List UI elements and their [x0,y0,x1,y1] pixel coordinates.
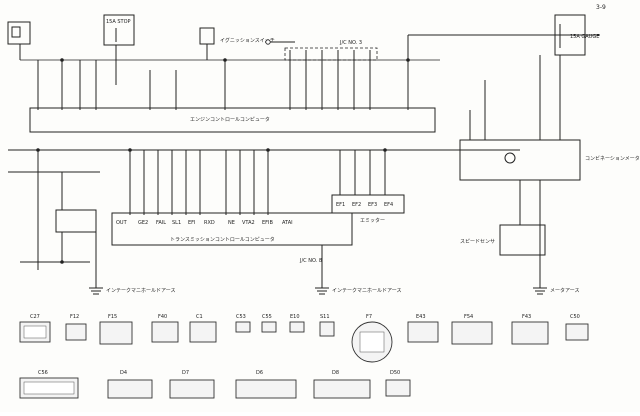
pin-ef3: EF3 [368,202,377,208]
pin-ef4: EF4 [384,202,393,208]
connector-d6: D6 [235,370,297,399]
battery-block [7,21,31,60]
connector-e10-label: E10 [290,314,300,320]
connector-row-2: C56 D4 D7 D6 D8 D50 [19,370,411,399]
pin-ef1: EF1 [336,202,345,208]
connector-c53-label: C53 [236,314,246,320]
connector-d50-label: D50 [390,370,400,376]
connector-d8: D8 [313,370,371,399]
ecu-top-label: エンジンコントロールコンピュータ [190,116,270,123]
stop-fuse-label: 15A STOP [106,19,131,25]
meter-label: コンビネーションメータ [585,155,640,162]
connector-s11: S11 [319,314,335,337]
speed-sensor: スピードセンサ [460,224,546,256]
connector-c50-label: C50 [570,314,580,320]
connector-s11-label: S11 [320,314,330,320]
connector-d8-label: D8 [332,370,339,376]
connector-d7: D7 [169,370,215,399]
connector-e43: E43 [407,314,439,343]
pin-ge2: GE2 [138,220,148,226]
connector-row-1: C27 F12 F15 F40 C1 C53 C55 E10 [19,314,589,363]
connector-f40: F40 [151,314,179,343]
connector-f54: F54 [451,314,493,345]
connector-f43-label: F43 [522,314,531,320]
ecu-sub-box: EF1 EF2 EF3 EF4 エミッター [331,194,405,224]
junctions [60,58,410,152]
pin-atai: ATAI [282,220,293,226]
emitter-label: エミッター [360,217,385,224]
jc-no8-label: J/C NO. 8 [299,258,322,264]
connector-c27-label: C27 [30,314,40,320]
connector-d50: D50 [385,370,411,397]
connector-f15: F15 [99,314,133,345]
combination-meter: コンビネーションメータ [459,55,640,255]
connector-c50: C50 [565,314,589,341]
pin-efib: EFIB [262,220,274,226]
ground-right-label: メータアース [550,287,579,294]
jc-no3-label: J/C NO. 3 [339,40,362,46]
ground-mid: インテークマニホールドアース J/C NO. 8 [299,245,401,295]
pin-ef2: EF2 [352,202,361,208]
pin-fail: FAIL [156,220,166,226]
connector-d4: D4 [107,370,153,399]
connector-c1-label: C1 [196,314,203,320]
connector-e10: E10 [289,314,305,333]
ground-left: インテークマニホールドアース [89,280,175,295]
connector-d6-label: D6 [256,370,263,376]
speed-sensor-label: スピードセンサ [460,239,495,245]
ground-right: メータアース [533,255,579,295]
connector-c1: C1 [189,314,217,343]
connector-c27: C27 [19,314,51,343]
gauge-fuse-label: 15A GAUGE [570,34,599,40]
ground-mid-label: インテークマニホールドアース [332,288,401,294]
ecu-main-box: エンジンコントロールコンピュータ [29,107,436,133]
connector-c55: C55 [261,314,277,333]
pin-efi: EFI [188,220,196,226]
connector-f12-label: F12 [70,314,79,320]
connector-c55-label: C55 [262,314,272,320]
pin-sl1: SL1 [172,220,181,226]
left-components [20,148,97,280]
connector-c56-label: C56 [38,370,48,376]
ground-left-label: インテークマニホールドアース [106,288,175,294]
connector-f40-label: F40 [158,314,167,320]
ecu-bottom-label: トランスミッションコントロールコンピュータ [170,236,275,243]
connector-d7-label: D7 [182,370,189,376]
connector-e43-label: E43 [416,314,426,320]
connector-d4-label: D4 [120,370,127,376]
connector-f7: F7 [351,314,393,363]
connector-f12: F12 [65,314,87,341]
connector-f43: F43 [511,314,549,345]
ig-switch-block: イグニッションスイッチ [199,27,275,60]
connector-f7-label: F7 [366,314,372,320]
connector-c53: C53 [235,314,251,333]
stop-fuse-block: 15A STOP [103,14,135,85]
jc-no3-drops [284,47,378,110]
pin-out: OUT [116,220,128,226]
left-drops [37,60,226,110]
connector-c56: C56 [19,370,79,399]
pin-vta2: VTA2 [242,220,255,226]
ig-switch-label: イグニッションスイッチ [220,37,275,44]
connector-f54-label: F54 [464,314,473,320]
page-header: 3-9 [596,4,606,11]
page-number: 3-9 [596,4,606,11]
mid-drops [129,150,386,215]
connector-f15-label: F15 [108,314,117,320]
ecu-lower-box: OUT GE2 FAIL SL1 EFI RXD NE VTA2 EFIB AT… [111,212,353,246]
pin-ne: NE [228,220,235,226]
pin-rxd: RXD [204,220,215,226]
